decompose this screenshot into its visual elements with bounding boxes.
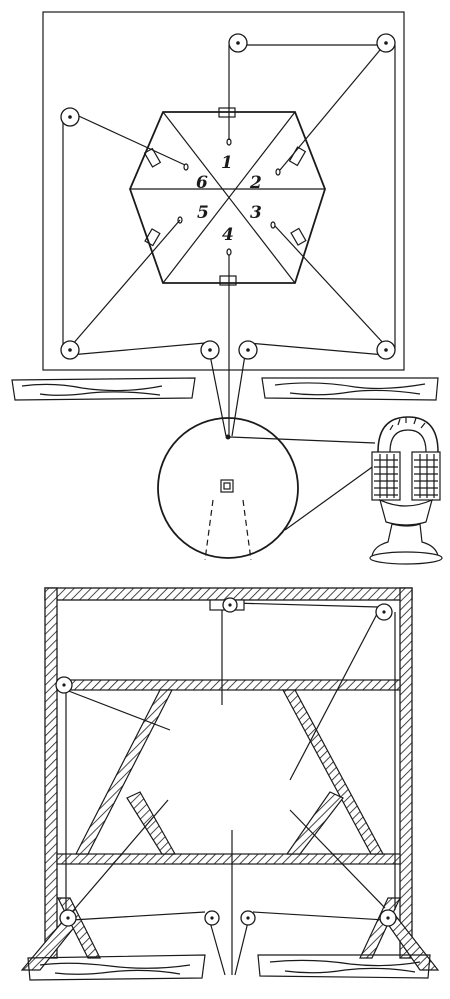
pulley-icon — [60, 33, 396, 360]
segment-label-2: 2 — [249, 173, 262, 193]
bottom-pulleys — [55, 597, 397, 927]
segment-label-4: 4 — [222, 225, 234, 245]
segment-label-1: 1 — [221, 153, 233, 173]
bottom-planks — [27, 954, 431, 981]
top-figure: 1 2 3 4 5 6 — [11, 11, 443, 565]
bottom-figure — [20, 587, 440, 981]
hatched-frame-icon — [20, 587, 440, 971]
hexagon — [129, 111, 326, 284]
eyelets — [177, 138, 281, 256]
segment-label-5: 5 — [197, 203, 209, 223]
segment-label-3: 3 — [250, 203, 262, 223]
big-wheel — [157, 417, 376, 561]
bottom-cords — [65, 602, 396, 976]
top-frame — [42, 11, 405, 371]
electromagnet-icon — [369, 416, 443, 565]
wood-grain-plank-icon — [11, 377, 439, 401]
cord-clamps — [143, 107, 307, 286]
segment-label-6: 6 — [196, 173, 208, 193]
